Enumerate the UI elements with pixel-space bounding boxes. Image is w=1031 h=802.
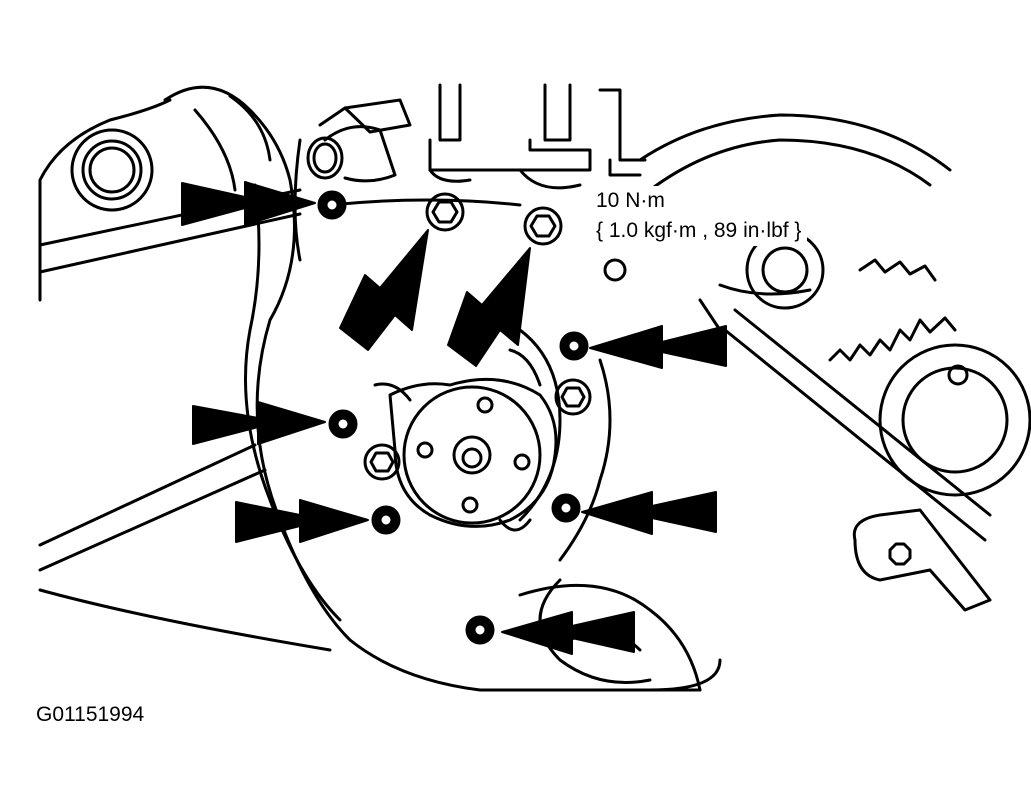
nut-icon — [317, 190, 347, 220]
torque-secondary-label: { 1.0 kgf·m , 89 in·lbf } — [596, 219, 802, 242]
crank-sprocket — [828, 258, 1031, 497]
figure-id-label: G01151994 — [36, 703, 145, 726]
timing-cover-outline — [163, 85, 722, 692]
top-bracket — [306, 83, 647, 207]
arrow-icon — [589, 325, 727, 369]
nut-icon — [371, 505, 401, 535]
arrow-icon — [447, 247, 531, 367]
nut-icon — [559, 331, 589, 361]
arrow-icon — [581, 491, 717, 535]
torque-primary-label: 10 N·m — [596, 189, 665, 212]
nut-icon — [465, 615, 495, 645]
bolt-icon — [523, 206, 563, 246]
arrow-icon — [181, 181, 316, 226]
water-pump — [373, 348, 558, 532]
left-belt-outline — [38, 98, 332, 652]
tensioner-bracket — [852, 508, 992, 612]
left-idler-pulley — [70, 128, 154, 212]
bolt-icon — [425, 192, 465, 232]
bolt-icon — [603, 258, 627, 282]
torque-callout: 10 N·m { 1.0 kgf·m , 89 in·lbf } — [592, 186, 808, 246]
bolt-icon — [554, 378, 592, 416]
arrow-icon — [235, 499, 369, 543]
upper-right-belt — [638, 113, 992, 542]
nut-icon — [551, 493, 581, 523]
arrow-icon — [501, 611, 635, 655]
nut-icon — [328, 409, 358, 439]
bolt-icon — [363, 443, 401, 481]
arrow-icon — [339, 229, 429, 351]
arrow-icon — [192, 401, 326, 445]
